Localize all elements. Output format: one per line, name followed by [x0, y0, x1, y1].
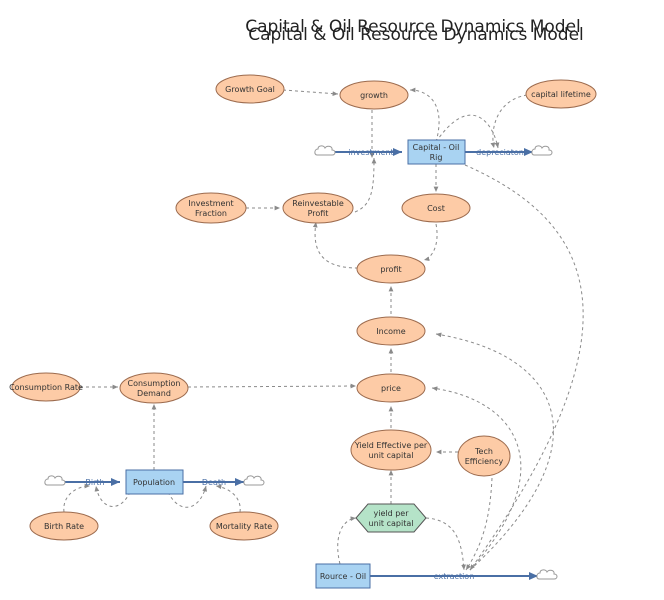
- link-population-to-birth: [94, 485, 131, 507]
- link-yield-per-unit-to-extraction: [425, 517, 466, 571]
- clouds: [44, 145, 558, 580]
- converter-yield-label-2: unit capital: [369, 519, 414, 528]
- aux-mortality-rate[interactable]: Mortality Rate: [209, 511, 279, 541]
- aux-income[interactable]: Income: [356, 316, 426, 346]
- aux-price[interactable]: price: [356, 373, 426, 403]
- aux-reinvestable-profit[interactable]: Reinvestable Profit: [282, 192, 354, 224]
- aux-consumption-demand-label-1: Consumption: [128, 379, 181, 388]
- flow-label-birth: Birth: [85, 478, 104, 487]
- flow-label-depreciation: depreciaton: [476, 148, 524, 157]
- link-extraction-to-income: [435, 332, 554, 571]
- link-tech-to-extraction: [465, 477, 493, 571]
- aux-growth-label: growth: [360, 91, 388, 100]
- aux-yield-effective-label-2: unit capital: [369, 451, 414, 460]
- link-reinvestable-to-investment: [354, 157, 377, 213]
- cloud-icon: [314, 145, 336, 156]
- aux-profit-label: profit: [380, 265, 401, 274]
- aux-investment-fraction[interactable]: Investment Fraction: [175, 192, 247, 224]
- stock-capital-oil-rig-label-2: Rig: [430, 153, 443, 162]
- cloud-icon: [531, 145, 553, 156]
- aux-income-label: Income: [376, 327, 406, 336]
- link-population-to-death: [167, 485, 208, 508]
- title-text: Capital & Oil Resource Dynamics Model: [245, 17, 581, 37]
- aux-cost-label: Cost: [427, 204, 445, 213]
- aux-consumption-rate[interactable]: Consumption Rate: [9, 372, 83, 402]
- flow-pipes: [64, 148, 538, 580]
- stock-capital-oil-rig[interactable]: Capital - Oil Rig: [407, 139, 466, 165]
- link-birth-rate-to-birth: [63, 483, 91, 513]
- aux-consumption-rate-label: Consumption Rate: [9, 383, 83, 392]
- aux-birth-rate[interactable]: Birth Rate: [29, 511, 99, 541]
- stock-rource-oil[interactable]: Rource - Oil: [315, 563, 371, 589]
- aux-consumption-demand-label-2: Demand: [137, 389, 171, 398]
- aux-growth-goal-label: Growth Goal: [225, 85, 275, 94]
- aux-growth-goal[interactable]: Growth Goal: [215, 74, 285, 104]
- stock-population[interactable]: Population: [125, 469, 184, 495]
- diagram-title: Capital & Oil Resource Dynamics Model Ca…: [245, 17, 584, 45]
- cloud-icon: [44, 475, 66, 486]
- aux-investment-fraction-label-2: Fraction: [195, 209, 227, 218]
- cloud-icon: [536, 569, 558, 580]
- stock-rource-oil-label: Rource - Oil: [320, 572, 366, 581]
- aux-yield-effective-label-1: Yield Effective per: [354, 441, 428, 450]
- aux-investment-fraction-label-1: Investment: [188, 199, 233, 208]
- auxiliary-nodes: Growth Goal growth capital lifetime Inve…: [9, 74, 597, 541]
- title-text-shadow: Capital & Oil Resource Dynamics Model: [248, 25, 584, 45]
- stock-population-label: Population: [133, 478, 175, 487]
- aux-reinvestable-profit-label-2: Profit: [308, 209, 329, 218]
- aux-birth-rate-label: Birth Rate: [44, 522, 84, 531]
- link-growth-goal-to-growth: [282, 89, 339, 97]
- link-profit-to-reinvestable: [312, 221, 359, 269]
- cloud-icon: [243, 475, 265, 486]
- link-mortality-rate-to-death: [215, 484, 241, 513]
- flow-label-extraction: extraction: [434, 572, 475, 581]
- flow-label-death: Death: [202, 478, 226, 487]
- link-resource-to-yield-per-unit: [337, 516, 357, 565]
- aux-capital-lifetime[interactable]: capital lifetime: [525, 79, 597, 109]
- aux-price-label: price: [381, 384, 401, 393]
- dependency-links: [63, 87, 584, 571]
- aux-mortality-rate-label: Mortality Rate: [216, 522, 272, 531]
- converter-yield-label-1: yield per: [373, 509, 409, 518]
- aux-cost[interactable]: Cost: [401, 193, 471, 223]
- aux-consumption-demand[interactable]: Consumption Demand: [119, 372, 189, 404]
- link-capital-to-extraction: [464, 164, 584, 571]
- stock-capital-oil-rig-label-1: Capital - Oil: [413, 143, 460, 152]
- aux-tech-efficiency-label-1: Tech: [474, 447, 493, 456]
- aux-capital-lifetime-label: capital lifetime: [531, 90, 591, 99]
- aux-yield-effective[interactable]: Yield Effective per unit capital: [350, 429, 432, 471]
- aux-growth[interactable]: growth: [339, 80, 409, 110]
- link-cost-to-profit: [423, 223, 438, 262]
- aux-tech-efficiency-label-2: Efficiency: [465, 457, 504, 466]
- aux-profit[interactable]: profit: [356, 254, 426, 284]
- converter-yield-per-unit-capital[interactable]: yield per unit capital: [355, 503, 427, 533]
- link-capital-to-growth: [409, 87, 440, 143]
- aux-reinvestable-profit-label-1: Reinvestable: [292, 199, 344, 208]
- link-lifetime-to-depreciation: [490, 94, 528, 149]
- link-extraction-to-price: [431, 386, 522, 571]
- link-demand-to-price: [187, 383, 357, 389]
- flow-label-investment: investment: [348, 148, 393, 157]
- aux-tech-efficiency[interactable]: Tech Efficiency: [457, 435, 511, 477]
